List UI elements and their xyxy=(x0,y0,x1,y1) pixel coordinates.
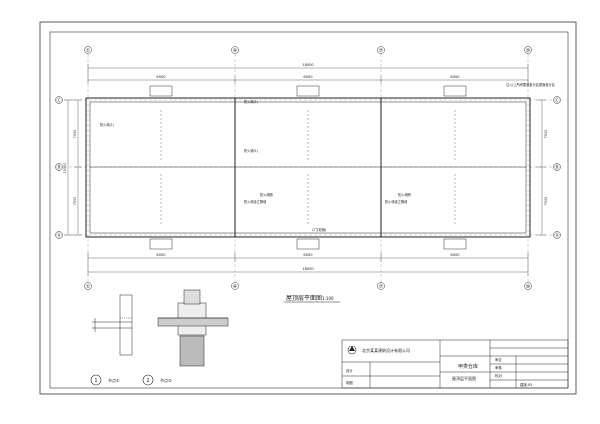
title-block-text: 北京某某建筑设计有限公司 甲类仓库 屋顶层平面图 审定 审核 校对 设计 制图 … xyxy=(346,347,532,387)
title-block xyxy=(341,339,569,389)
detail-label: 节点① xyxy=(108,377,120,383)
left-dimension-lines xyxy=(64,99,82,236)
company-name: 北京某某建筑设计有限公司 xyxy=(362,347,410,353)
detail-label: 节点② xyxy=(160,377,172,383)
axis-label: ⑩ xyxy=(526,284,531,290)
extinguisher-label: 防火墙设立隔墙 xyxy=(385,199,408,204)
dim-bottom-total: 18000 xyxy=(302,267,314,271)
dim-right-seg: 7500 xyxy=(544,130,548,139)
axis-label: Ⓑ xyxy=(554,164,559,171)
door-mark: C门(双扇) xyxy=(312,227,326,232)
right-dimension-lines xyxy=(536,99,546,236)
plan-title: 屋顶层平面图 xyxy=(286,295,322,302)
axis-label: Ⓐ xyxy=(56,232,61,239)
detail-mark: 1 xyxy=(94,378,97,384)
axis-label: Ⓒ xyxy=(56,97,61,104)
axis-label: ① xyxy=(86,284,91,290)
detail-2-label: 2 节点② xyxy=(142,374,172,386)
dim-top-seg: 6000 xyxy=(450,75,460,79)
roof-outline xyxy=(85,97,531,238)
project-name: 甲类仓库 xyxy=(458,363,478,370)
role-label: 设计 xyxy=(346,368,353,373)
role-label: 校对 xyxy=(495,373,502,378)
axis-label: ⑦ xyxy=(379,48,384,54)
axis-label: Ⓒ xyxy=(554,97,559,104)
dim-bottom-seg: 6000 xyxy=(303,253,313,257)
role-label: 制图 xyxy=(346,380,353,385)
dim-left-seg: 7500 xyxy=(73,130,77,139)
dim-left-total: 15000 xyxy=(63,163,67,174)
axis-label: ⑩ xyxy=(526,48,531,54)
sheet-outer-border xyxy=(39,21,577,395)
dim-bottom-seg: 6000 xyxy=(156,253,166,257)
plan-notes: 防火墙(1) 防火墙(1) 防火墙(1) 防火墙隔 防火墙设立隔墙 防火墙隔 防… xyxy=(100,82,556,232)
axis-label: ④ xyxy=(233,48,238,54)
drainage-lines xyxy=(160,110,456,226)
dim-top-seg: 6000 xyxy=(156,75,166,79)
axis-label: ⑦ xyxy=(379,284,384,290)
dim-right-seg: 7500 xyxy=(544,197,548,206)
column-axis-markers-top: ① ④ ⑦ ⑩ xyxy=(84,46,532,54)
detail-2 xyxy=(157,289,229,367)
left-dimension-text: 15000 7500 7500 xyxy=(63,130,77,206)
sheet-inner-border xyxy=(49,31,569,389)
detail-mark: 2 xyxy=(146,378,149,384)
dim-top-seg: 6000 xyxy=(303,75,313,79)
plan-title-group: 屋顶层平面图 1:100 xyxy=(284,295,340,303)
top-dimension-text: 18000 6000 6000 6000 xyxy=(156,63,460,79)
company-logo xyxy=(347,345,357,355)
dim-bottom-seg: 6000 xyxy=(450,253,460,257)
detail-1 xyxy=(92,294,133,356)
sheet-number: 建施-05 xyxy=(520,382,532,387)
detail-1-label: 1 节点① xyxy=(90,374,120,386)
axis-label: ① xyxy=(86,48,91,54)
plan-note: 防火墙(1) xyxy=(100,122,114,127)
plan-scale: 1:100 xyxy=(322,296,334,301)
axis-label: Ⓐ xyxy=(554,232,559,239)
drawing-name: 屋顶层平面图 xyxy=(452,375,476,381)
row-axis-markers: Ⓒ Ⓑ Ⓐ Ⓒ Ⓑ Ⓐ xyxy=(55,96,561,239)
role-label: 审核 xyxy=(495,365,502,370)
top-dimension-lines xyxy=(87,64,529,84)
right-note: 注:以上所有屋面各分区屋面各分区 xyxy=(506,82,556,87)
fire-label: 防火墙隔 xyxy=(398,192,412,197)
plan-note: 防火墙(1) xyxy=(244,99,258,104)
axis-label: ④ xyxy=(233,284,238,290)
fire-label: 防火墙隔 xyxy=(260,192,274,197)
right-dimension-text: 7500 7500 xyxy=(544,130,548,206)
extinguisher-label: 防火墙设立隔墙 xyxy=(244,199,267,204)
axis-label: Ⓑ xyxy=(56,164,61,171)
dim-left-seg: 7500 xyxy=(73,197,77,206)
bottom-dimension-lines xyxy=(87,252,529,276)
column-axis-markers-bottom: ① ④ ⑦ ⑩ xyxy=(84,282,532,290)
roof-equipment xyxy=(149,85,467,250)
bottom-dimension-text: 6000 6000 6000 18000 xyxy=(156,253,460,271)
plan-note: 防火墙(1) xyxy=(244,148,258,153)
role-label: 审定 xyxy=(495,357,502,362)
dim-top-total: 18000 xyxy=(302,63,314,67)
